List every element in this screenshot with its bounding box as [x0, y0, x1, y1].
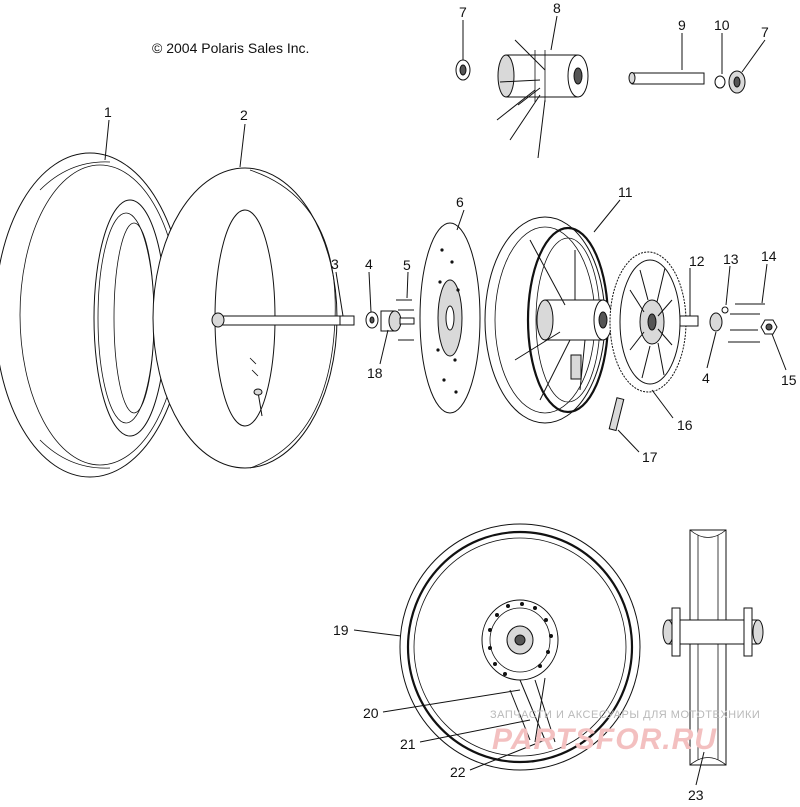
- callout-label: 19: [333, 622, 349, 638]
- wheel-side-view-drawing: [662, 529, 764, 766]
- callout-label: 9: [678, 17, 686, 33]
- watermark-text: ЗАПЧАСТИ И АКСЕСУАРЫ ДЛЯ МОТОТЕХНИКИ: [490, 709, 760, 721]
- callout-label: 21: [400, 736, 416, 752]
- leader-lines: [104, 15, 787, 786]
- callout-label: 7: [761, 24, 769, 40]
- callout-label: 20: [363, 705, 379, 721]
- callout-label: 13: [723, 251, 739, 267]
- copyright-text: © 2004 Polaris Sales Inc.: [152, 40, 309, 56]
- callout-label: 1: [104, 104, 112, 120]
- watermark: ЗАПЧАСТИ И АКСЕСУАРЫ ДЛЯ МОТОТЕХНИКИ PAR…: [490, 709, 760, 756]
- callout-label: 15: [781, 372, 797, 388]
- tire-drawing: [0, 152, 186, 478]
- callout-label: 23: [688, 787, 704, 802]
- callout-label: 4: [702, 370, 710, 386]
- watermark-logo: PARTSFOR.RU: [492, 723, 717, 756]
- valve-stem-drawing: [608, 397, 625, 432]
- callout-label: 22: [450, 764, 466, 780]
- rear-wheel-drawing: [484, 216, 613, 424]
- callout-label: 8: [553, 0, 561, 16]
- callout-label: 5: [403, 257, 411, 273]
- callout-label: 2: [240, 107, 248, 123]
- callout-label: 18: [367, 365, 383, 381]
- top-hub-assembly: [455, 39, 746, 159]
- callout-label: 3: [331, 256, 339, 272]
- axle-drawing: [211, 312, 355, 417]
- callout-label: 4: [365, 256, 373, 272]
- hub-hardware-right: [709, 303, 778, 343]
- front-wheel-drawing: [399, 523, 641, 771]
- callout-labels: 1 2 3 4 5 6 7 8 9 10 7 11 12 13 14 18 4 …: [104, 0, 797, 803]
- callout-label: 6: [456, 194, 464, 210]
- callout-label: 10: [714, 17, 730, 33]
- brake-rotor-drawing: [419, 222, 481, 414]
- sprocket-drawing: [609, 251, 699, 393]
- callout-label: 7: [459, 4, 467, 20]
- callout-label: 17: [642, 449, 658, 465]
- callout-label: 14: [761, 248, 777, 264]
- hub-hardware-left: [365, 299, 415, 341]
- callout-label: 12: [689, 253, 705, 269]
- callout-label: 11: [618, 184, 633, 200]
- callout-label: 16: [677, 417, 693, 433]
